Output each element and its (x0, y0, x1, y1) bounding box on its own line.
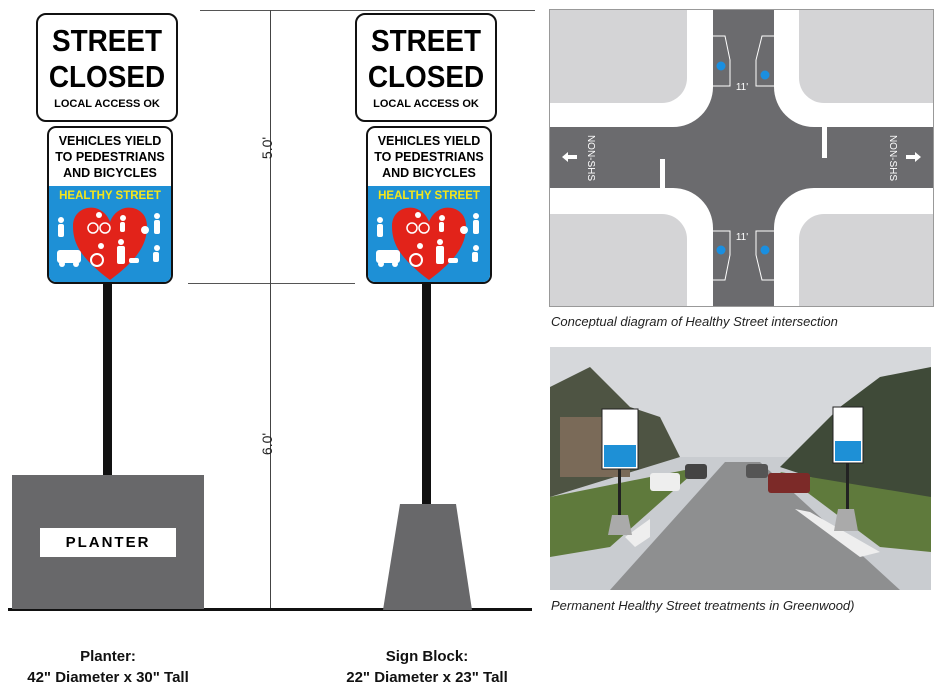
sign-text-closed: CLOSED (367, 59, 485, 94)
planter-caption-size: 42" Diameter x 30" Tall (27, 669, 189, 686)
dimension-upper-label: 5.0' (259, 136, 276, 160)
arrow-right-icon (906, 152, 921, 162)
street-closed-sign: STREET CLOSED LOCAL ACCESS OK (36, 13, 178, 122)
sign-text-street: STREET (370, 23, 482, 58)
sign-block-caption: Sign Block: 22" Diameter x 23" Tall (297, 646, 557, 688)
street-label-right: NON-SHS (887, 135, 898, 181)
sign-block-caption-size: 22" Diameter x 23" Tall (346, 669, 508, 686)
street-closed-sign-2: STREET CLOSED LOCAL ACCESS OK (355, 13, 497, 122)
sign-block-caption-title: Sign Block: (385, 648, 469, 665)
sign-blue-panel: HEALTHY STREET (49, 186, 171, 282)
lane-width-top: 11' (736, 82, 748, 93)
sign-text-street: STREET (51, 23, 163, 58)
photo-caption: Permanent Healthy Street treatments in G… (551, 598, 855, 613)
heart-pictogram-icon (376, 207, 479, 280)
planter-caption-title: Planter: (80, 648, 136, 665)
street-photo (550, 347, 931, 590)
dimension-lower-label: 6.0' (259, 432, 276, 456)
diagram-caption: Conceptual diagram of Healthy Street int… (551, 314, 838, 329)
sign-blue-panel: HEALTHY STREET (368, 186, 490, 282)
planter-caption: Planter: 42" Diameter x 30" Tall (0, 646, 238, 688)
sign-pole-left (103, 283, 112, 475)
heart-pictogram-icon (57, 207, 160, 280)
ground-line (8, 608, 532, 611)
top-reference-line (200, 10, 535, 11)
lane-width-bottom: 11' (736, 232, 748, 243)
sign-pole-right (422, 283, 431, 507)
dimension-line (270, 10, 271, 608)
arrow-left-icon (562, 152, 577, 162)
street-label-left: NON-SHS (585, 135, 596, 181)
planter-label-box: PLANTER (40, 528, 176, 557)
sign-text-local-access: LOCAL ACCESS OK (54, 98, 160, 110)
intersection-diagram: 11' 11' NON-SHS NON-SHS (549, 9, 934, 307)
sign-text-healthy-street: HEALTHY STREET (59, 190, 161, 202)
mid-reference-line (188, 283, 355, 284)
planter-label: PLANTER (65, 534, 151, 551)
sign-text-healthy-street: HEALTHY STREET (378, 190, 480, 202)
sign-text-local-access: LOCAL ACCESS OK (373, 98, 479, 110)
sign-block (383, 504, 472, 610)
sign-text-closed: CLOSED (48, 59, 166, 94)
